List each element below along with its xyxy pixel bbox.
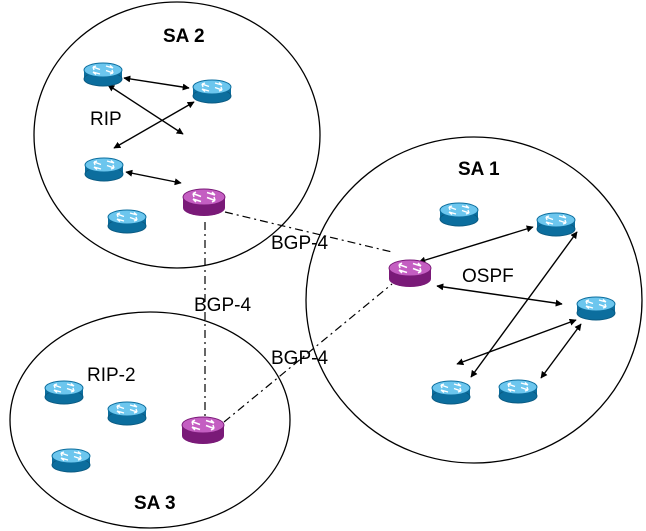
- router-icon: [51, 448, 91, 473]
- ospf-link: [418, 225, 534, 264]
- sa1-protocol-label: OSPF: [462, 266, 514, 287]
- bgp-link-sa2-sa1: [224, 211, 393, 253]
- router-icon: [107, 209, 147, 234]
- sa1-title: SA 1: [458, 159, 500, 180]
- router-icon: [192, 79, 232, 104]
- router-icon: [576, 296, 616, 321]
- sa3-boundary: [9, 311, 291, 529]
- sa2-boundary: [33, 1, 321, 269]
- router-icon: [439, 202, 479, 227]
- sa2-protocol-label: RIP: [90, 109, 122, 130]
- sa1-boundary: [305, 136, 643, 464]
- router-icon: [498, 379, 538, 404]
- bgp-label: BGP-4: [271, 233, 328, 254]
- border-router-icon: [182, 188, 226, 217]
- router-icon: [107, 401, 147, 426]
- ospf-link: [456, 318, 577, 366]
- router-icon: [536, 212, 576, 237]
- ospf-link: [436, 283, 563, 307]
- sa3-title: SA 3: [134, 493, 176, 514]
- router-icon: [83, 62, 123, 87]
- ospf-link: [540, 323, 582, 379]
- sa2-title: SA 2: [163, 26, 205, 47]
- border-router-icon: [181, 416, 225, 445]
- sa3-protocol-label: RIP-2: [87, 365, 136, 386]
- router-icon: [44, 380, 84, 405]
- bgp-label: BGP-4: [271, 348, 328, 369]
- router-icon: [84, 157, 124, 182]
- rip-link: [113, 101, 195, 149]
- rip-link: [123, 75, 190, 91]
- router-icon: [431, 380, 471, 405]
- border-router-icon: [388, 259, 432, 288]
- rip-link: [125, 169, 182, 186]
- bgp-link-sa3-sa1: [223, 283, 393, 423]
- bgp-label: BGP-4: [194, 295, 251, 316]
